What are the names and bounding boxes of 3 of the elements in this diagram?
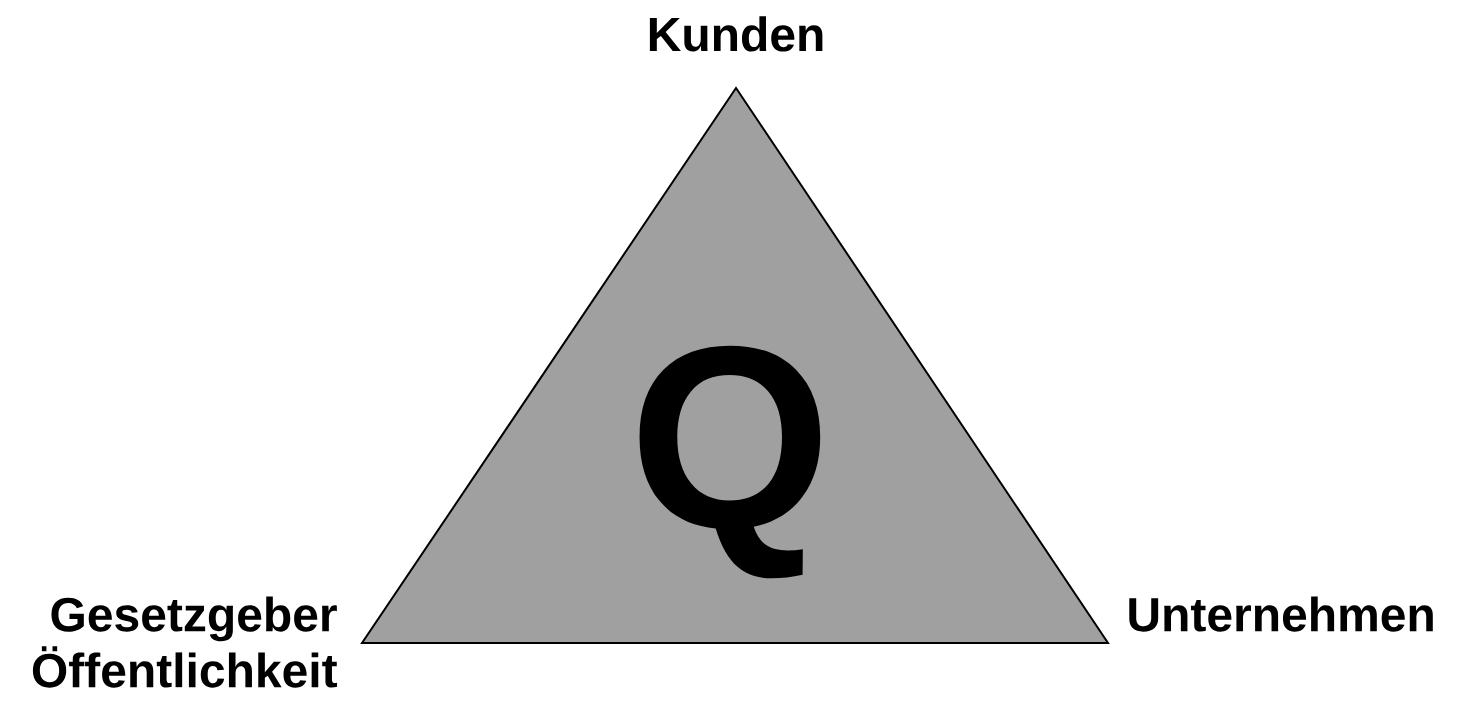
corner-label: Kunden bbox=[649, 16, 823, 52]
corner-label: Gesetzgeber Öffentlichkeit bbox=[32, 596, 338, 688]
corner-label: Unternehmen bbox=[1129, 596, 1433, 632]
